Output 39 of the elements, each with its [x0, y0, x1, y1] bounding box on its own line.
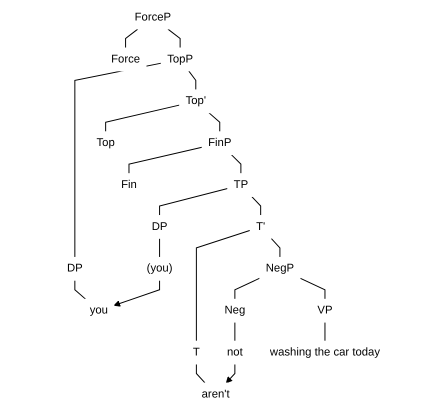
connector [196, 364, 206, 384]
connector [234, 278, 260, 300]
node-text: not [227, 346, 243, 358]
connector [188, 70, 196, 90]
connector [324, 322, 326, 342]
node-text: TopP [167, 52, 194, 66]
node-text: aren't [202, 387, 230, 400]
node-text: Fin [121, 178, 137, 191]
node-text: T' [256, 220, 266, 233]
node-text: VP [317, 304, 333, 317]
node-text: NegP [266, 262, 294, 275]
connector [74, 62, 162, 258]
node-text: ForceP [134, 10, 172, 24]
connector [159, 188, 228, 216]
node-text: Top [96, 136, 115, 150]
node-text: FinP [208, 136, 232, 150]
node-text: (you) [146, 262, 172, 275]
node-text: TP [234, 178, 248, 191]
node-text: DP [152, 220, 168, 233]
arrow [226, 364, 236, 384]
connector [300, 278, 326, 300]
connector [270, 238, 280, 258]
connector [159, 238, 160, 258]
node-text: T [192, 346, 200, 358]
arrow [114, 280, 160, 307]
connector [128, 146, 203, 174]
node-text: washing the car today [270, 346, 380, 358]
connector [230, 154, 242, 174]
connector [208, 112, 220, 132]
node-text: DP [66, 262, 83, 275]
connector [105, 104, 180, 132]
node-text: Neg [224, 304, 246, 317]
node-text: you [90, 304, 108, 317]
connector [234, 322, 236, 342]
node-text: Top' [186, 94, 206, 108]
connector [74, 280, 86, 300]
connector [251, 196, 262, 216]
connector [125, 28, 138, 48]
connector [167, 28, 181, 48]
